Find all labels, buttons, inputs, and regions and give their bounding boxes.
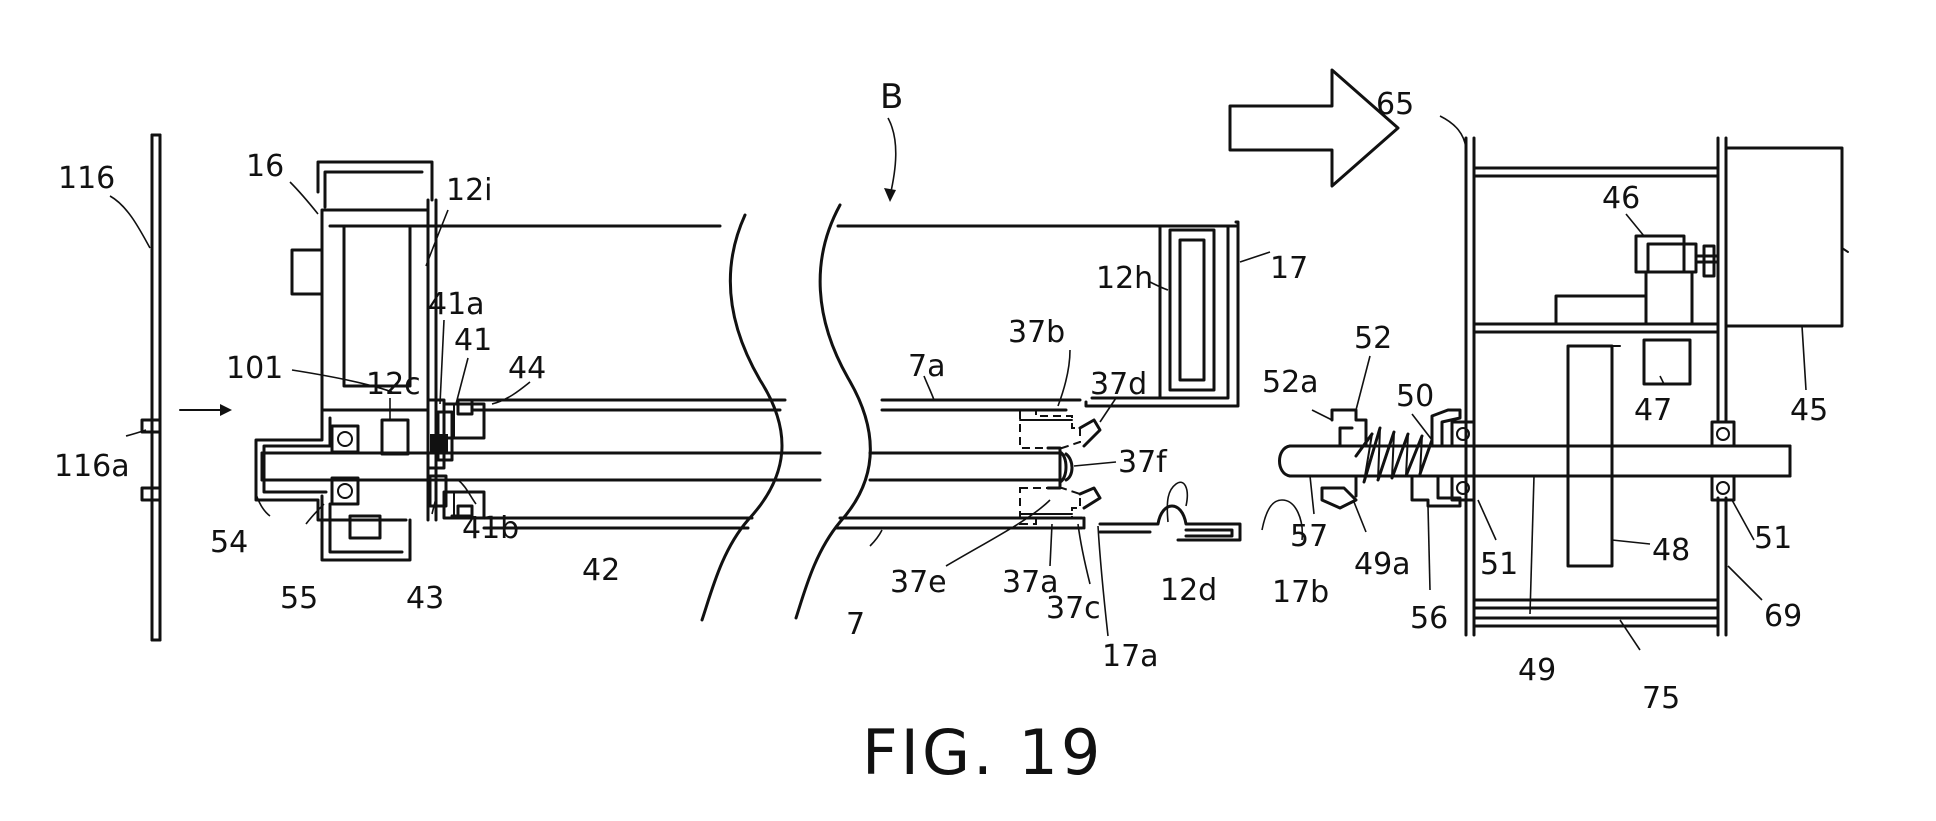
- clutch-52: [1322, 410, 1366, 508]
- label-37c: 37c: [1046, 591, 1101, 626]
- label-12d: 12d: [1160, 573, 1217, 608]
- tube-7-right: [836, 226, 1236, 528]
- label-46: 46: [1602, 181, 1640, 216]
- label-52: 52: [1354, 321, 1392, 356]
- label-37b: 37b: [1008, 315, 1065, 350]
- label-41: 41: [454, 323, 492, 358]
- label-17: 17: [1270, 251, 1308, 286]
- label-7a: 7a: [908, 349, 945, 384]
- label-45: 45: [1790, 393, 1828, 428]
- label-49a: 49a: [1354, 547, 1411, 582]
- label-42: 42: [582, 553, 620, 588]
- label-12c: 12c: [366, 367, 421, 402]
- gear-46: [1636, 236, 1718, 276]
- label-44: 44: [508, 351, 546, 386]
- gear-47: [1556, 272, 1692, 384]
- label-17b: 17b: [1272, 575, 1329, 610]
- insert-arrow: [180, 404, 232, 416]
- shaft-49: [1280, 446, 1791, 476]
- label-57: 57: [1290, 519, 1328, 554]
- label-56: 56: [1410, 601, 1448, 636]
- label-51-left: 51: [1480, 547, 1518, 582]
- label-12h: 12h: [1096, 261, 1153, 296]
- label-41b: 41b: [462, 511, 519, 546]
- bearings-51: [1452, 422, 1734, 500]
- label-17a: 17a: [1102, 639, 1159, 674]
- label-37e: 37e: [890, 565, 947, 600]
- label-116a: 116a: [54, 449, 130, 484]
- label-37f: 37f: [1118, 445, 1168, 480]
- plate-116: [142, 135, 160, 640]
- label-52a: 52a: [1262, 365, 1319, 400]
- label-43: 43: [406, 581, 444, 616]
- frame-16: [292, 162, 436, 520]
- coupling-37: [1020, 410, 1100, 524]
- gear-48: [1568, 346, 1620, 566]
- label-48: 48: [1652, 533, 1690, 568]
- label-75: 75: [1642, 681, 1680, 716]
- view-marker-b: B: [880, 77, 903, 202]
- label-49: 49: [1518, 653, 1556, 688]
- label-116: 116: [58, 161, 115, 196]
- label-47: 47: [1634, 393, 1672, 428]
- label-65: 65: [1376, 87, 1414, 122]
- label-54: 54: [210, 525, 248, 560]
- label-12i: 12i: [446, 173, 493, 208]
- label-7: 7: [846, 607, 865, 642]
- shaft-42: [262, 453, 820, 480]
- figure-caption: FIG. 19: [862, 716, 1103, 789]
- label-51-right: 51: [1754, 521, 1792, 556]
- label-69: 69: [1764, 599, 1802, 634]
- break-lines: [702, 205, 870, 620]
- label-16: 16: [246, 149, 284, 184]
- bearing-55: [332, 426, 358, 504]
- direction-arrow: [1230, 70, 1398, 186]
- label-50: 50: [1396, 379, 1434, 414]
- label-37d: 37d: [1090, 367, 1147, 402]
- view-marker-label: B: [880, 77, 903, 117]
- motor-45: [1726, 148, 1848, 326]
- label-41a: 41a: [428, 287, 485, 322]
- label-101: 101: [226, 351, 283, 386]
- leader-lines: [110, 116, 1806, 650]
- label-55: 55: [280, 581, 318, 616]
